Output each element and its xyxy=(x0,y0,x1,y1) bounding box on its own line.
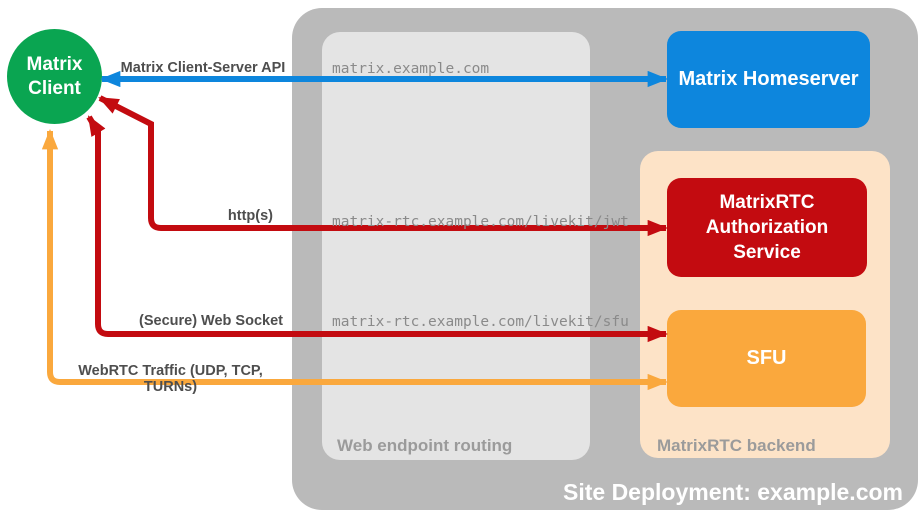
matrix-client-node: Matrix Client xyxy=(7,29,102,124)
endpoint-livekit-jwt: matrix-rtc.example.com/livekit/jwt xyxy=(332,214,629,230)
websocket-label: (Secure) Web Socket xyxy=(139,313,283,329)
site-deployment-title: Site Deployment: example.com xyxy=(563,479,903,505)
matrix-homeserver-node: Matrix Homeserver xyxy=(667,31,870,128)
https-label: http(s) xyxy=(227,208,273,224)
sfu-node: SFU xyxy=(667,310,866,407)
matrix-client-label: Matrix Client xyxy=(26,53,83,99)
endpoint-matrix: matrix.example.com xyxy=(332,61,490,77)
matrixrtc-auth-service-label: MatrixRTC Authorization Service xyxy=(705,192,829,263)
matrixrtc-backend-label: MatrixRTC backend xyxy=(657,436,816,455)
sfu-label: SFU xyxy=(746,347,787,369)
matrixrtc-auth-service-node: MatrixRTC Authorization Service xyxy=(667,178,867,277)
endpoint-livekit-sfu: matrix-rtc.example.com/livekit/sfu xyxy=(332,314,629,330)
client-server-api-label: Matrix Client-Server API xyxy=(120,60,286,76)
webrtc-traffic-label: WebRTC Traffic (UDP, TCP, TURNs) xyxy=(78,363,263,395)
matrix-homeserver-label: Matrix Homeserver xyxy=(678,68,859,90)
web-endpoint-routing-container xyxy=(322,32,590,460)
web-endpoint-routing-label: Web endpoint routing xyxy=(337,436,513,455)
